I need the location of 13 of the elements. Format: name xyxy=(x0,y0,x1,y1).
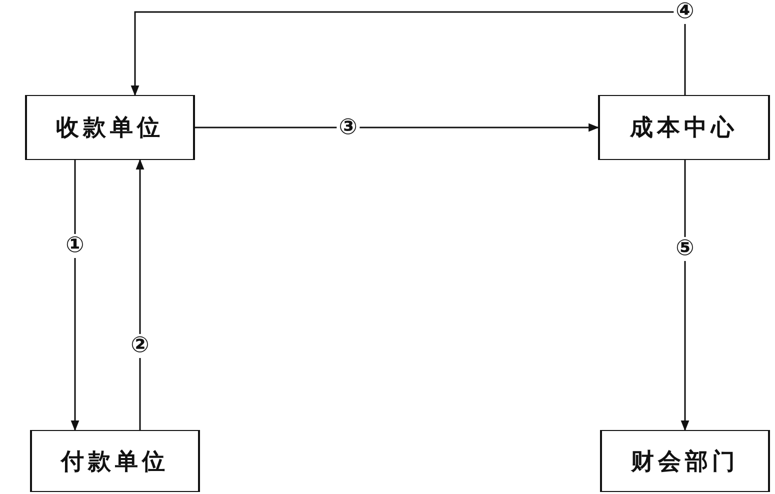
arrow xyxy=(130,11,686,96)
arrow xyxy=(195,123,600,132)
process-box xyxy=(598,95,770,160)
box-label: 付款单位 xyxy=(61,448,169,476)
process-box xyxy=(30,430,200,492)
box-label: 财会部门 xyxy=(631,448,739,476)
arrow xyxy=(680,160,690,432)
arrow xyxy=(70,160,80,432)
box-label: 成本中心 xyxy=(630,114,738,143)
process-box xyxy=(600,430,770,492)
arrow xyxy=(136,158,144,430)
box-label: 收款单位 xyxy=(56,114,164,143)
process-box xyxy=(25,95,195,160)
